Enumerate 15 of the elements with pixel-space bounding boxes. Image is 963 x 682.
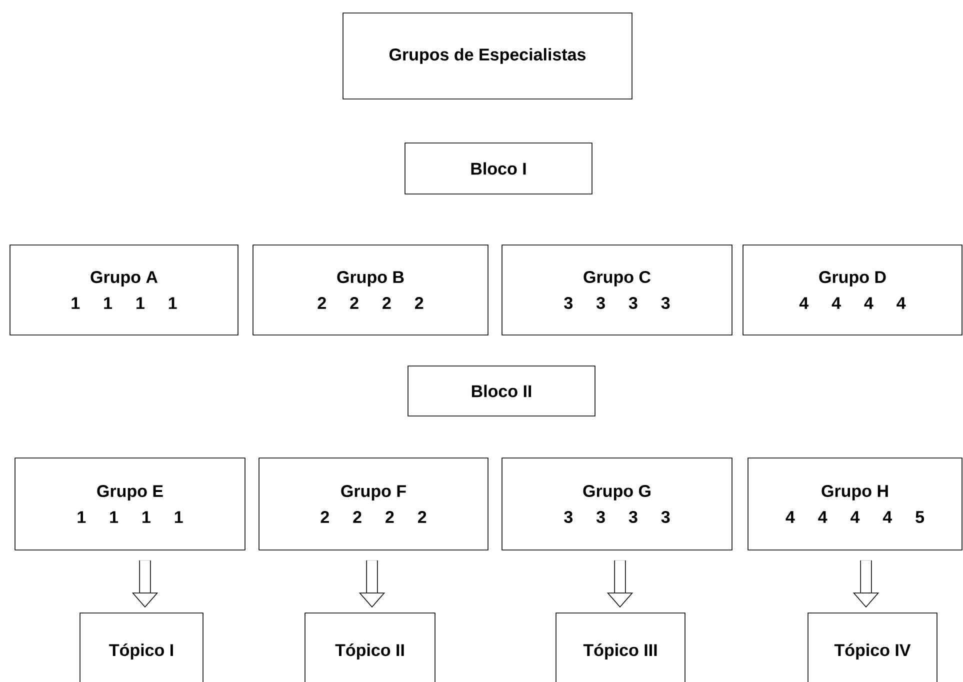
topic-box: Tópico IV <box>808 612 938 682</box>
group-box: Grupo A 1 1 1 1 <box>10 244 238 336</box>
title-box: Bloco II <box>408 366 596 416</box>
title-box: Grupos de Especialistas <box>342 12 632 100</box>
group-box: Grupo D 4 4 4 4 <box>742 244 962 336</box>
group-box: Grupo F 2 2 2 2 <box>258 458 488 550</box>
group-box: Grupo G 3 3 3 3 <box>502 458 732 550</box>
topic-box: Tópico II <box>304 612 436 682</box>
group-box: Grupo E 1 1 1 1 <box>14 458 246 550</box>
topic-box: Tópico III <box>556 612 686 682</box>
group-box: Grupo C 3 3 3 3 <box>502 244 732 336</box>
group-box: Grupo B 2 2 2 2 <box>252 244 488 336</box>
topic-box: Tópico I <box>80 612 204 682</box>
group-box: Grupo H 4 4 4 4 5 <box>748 458 962 550</box>
title-box: Bloco I <box>404 142 592 194</box>
